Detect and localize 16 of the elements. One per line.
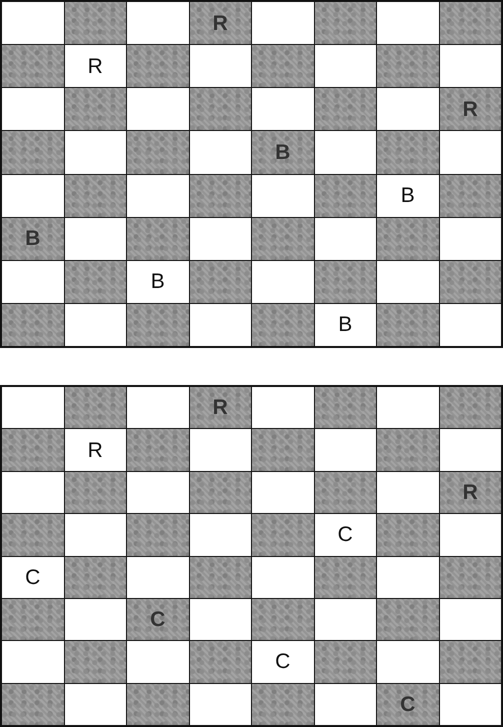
piece-letter: B [275,142,290,163]
piece-letter: C [150,609,166,630]
piece-letter: R [462,482,478,503]
piece-letter: C [275,651,290,672]
piece-letter: B [25,228,40,250]
piece-letter: C [25,566,40,588]
piece-letter: R [88,440,103,461]
piece-letter: C [338,524,353,546]
piece-letter: R [88,56,103,77]
piece-letter: R [212,397,228,418]
piece-letter: B [400,185,415,206]
piece-letter: C [400,694,416,715]
piece-letter: B [150,271,165,292]
piece-letter: R [212,12,228,34]
piece-letter: R [462,98,478,120]
piece-letter: B [338,314,352,336]
